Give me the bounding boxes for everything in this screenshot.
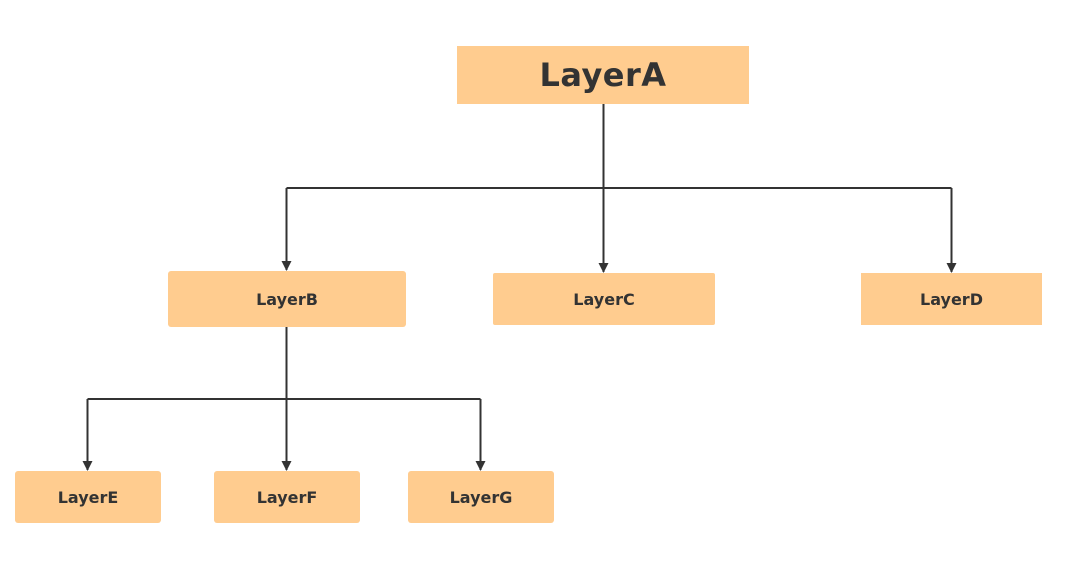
node-layer-a: LayerA — [457, 46, 749, 104]
node-layer-d: LayerD — [861, 273, 1042, 325]
node-layer-e: LayerE — [15, 471, 161, 523]
node-layer-g: LayerG — [408, 471, 554, 523]
node-layer-f: LayerF — [214, 471, 360, 523]
node-layer-b: LayerB — [168, 271, 406, 327]
node-layer-c: LayerC — [493, 273, 715, 325]
